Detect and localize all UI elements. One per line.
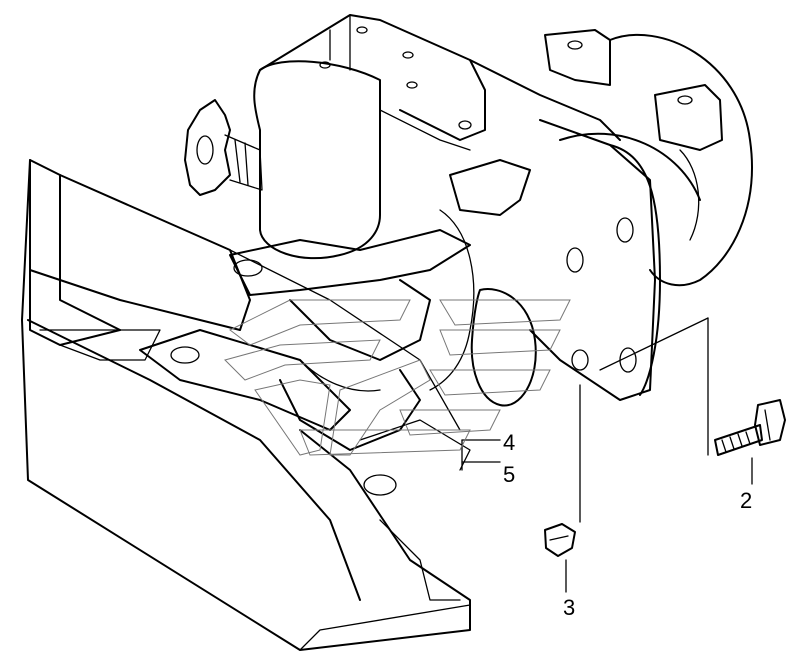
valve-housing <box>253 14 621 260</box>
watermark-logo <box>224 299 571 456</box>
callout-label-5: 5 <box>503 462 515 487</box>
flange-plate <box>529 119 701 401</box>
lever-assembly <box>229 159 537 451</box>
side-fitting <box>184 99 263 196</box>
bolt-part-2 <box>714 399 786 456</box>
washer-part-3 <box>544 523 576 557</box>
callout-label-2: 2 <box>740 488 752 513</box>
callout-label-4: 4 <box>503 430 515 455</box>
mounting-bracket <box>21 159 471 651</box>
leader-lines <box>461 317 753 593</box>
end-cap-disc <box>544 29 753 287</box>
callout-label-3: 3 <box>563 595 575 620</box>
